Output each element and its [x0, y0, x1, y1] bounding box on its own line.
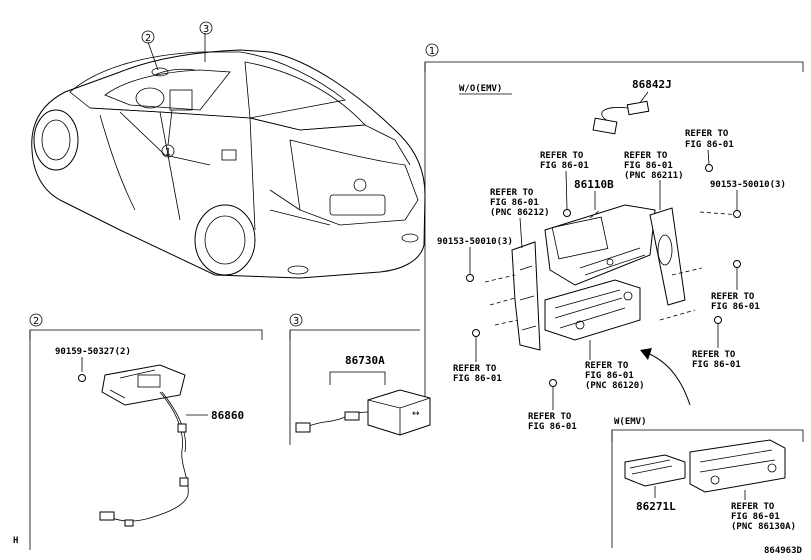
display-unit	[544, 204, 656, 286]
part-86730A-module: ↔	[295, 389, 431, 436]
part-86730A-label: 86730A	[345, 354, 385, 367]
callout-2-text: 2	[145, 33, 151, 44]
section-2-frame: 2	[29, 313, 263, 550]
bolt-90159-icon	[78, 374, 86, 382]
bolt-icons	[466, 164, 741, 387]
audio-control-panel	[544, 279, 641, 341]
dashed-guide-lines	[484, 209, 741, 326]
part-86271L-label: 86271L	[636, 500, 676, 513]
part-86860-bracket	[101, 364, 186, 406]
figure-id: 864963D	[764, 546, 803, 556]
part-86860-harness	[99, 391, 189, 527]
callout-1-car: 1	[161, 144, 175, 158]
callout-2-car: 2	[141, 30, 155, 44]
part-86271L-module	[624, 454, 686, 487]
part-86842J-label: 86842J	[632, 78, 672, 91]
bolt-90159-50327: 90159-50327(2)	[55, 347, 131, 357]
arrow-head-icon	[640, 348, 652, 360]
corner-marker: H	[13, 536, 18, 546]
section-2-callout: 2	[33, 316, 39, 327]
section-1-frame: 1	[424, 43, 804, 410]
section-3-callout: 3	[293, 316, 299, 327]
variant-with-emv: W(EMV)	[614, 417, 647, 427]
bolt-90153-left: 90153-50010(3)	[437, 237, 513, 247]
right-bracket	[649, 207, 686, 306]
variant-arrow	[644, 351, 691, 406]
section-1-callout: 1	[429, 46, 435, 57]
bolt-90153-right: 90153-50010(3)	[710, 180, 786, 190]
variant-without-emv: W/O(EMV)	[459, 84, 502, 94]
part-86842J-cable	[592, 91, 650, 135]
part-86860-label: 86860	[211, 409, 244, 422]
callout-3-text: 3	[203, 24, 209, 35]
harness-connector-icon	[295, 422, 311, 433]
section-3-frame: 3	[289, 313, 420, 445]
connector-arrow-icon: ↔	[412, 409, 420, 419]
left-bracket	[511, 241, 541, 351]
emv-head-unit	[689, 439, 786, 493]
vehicle-illustration	[31, 33, 426, 279]
callout-1-text: 1	[165, 147, 171, 158]
callout-3-car: 3	[199, 21, 213, 35]
section-with-emv-frame	[611, 429, 804, 548]
part-86110B-label: 86110B	[574, 178, 614, 191]
